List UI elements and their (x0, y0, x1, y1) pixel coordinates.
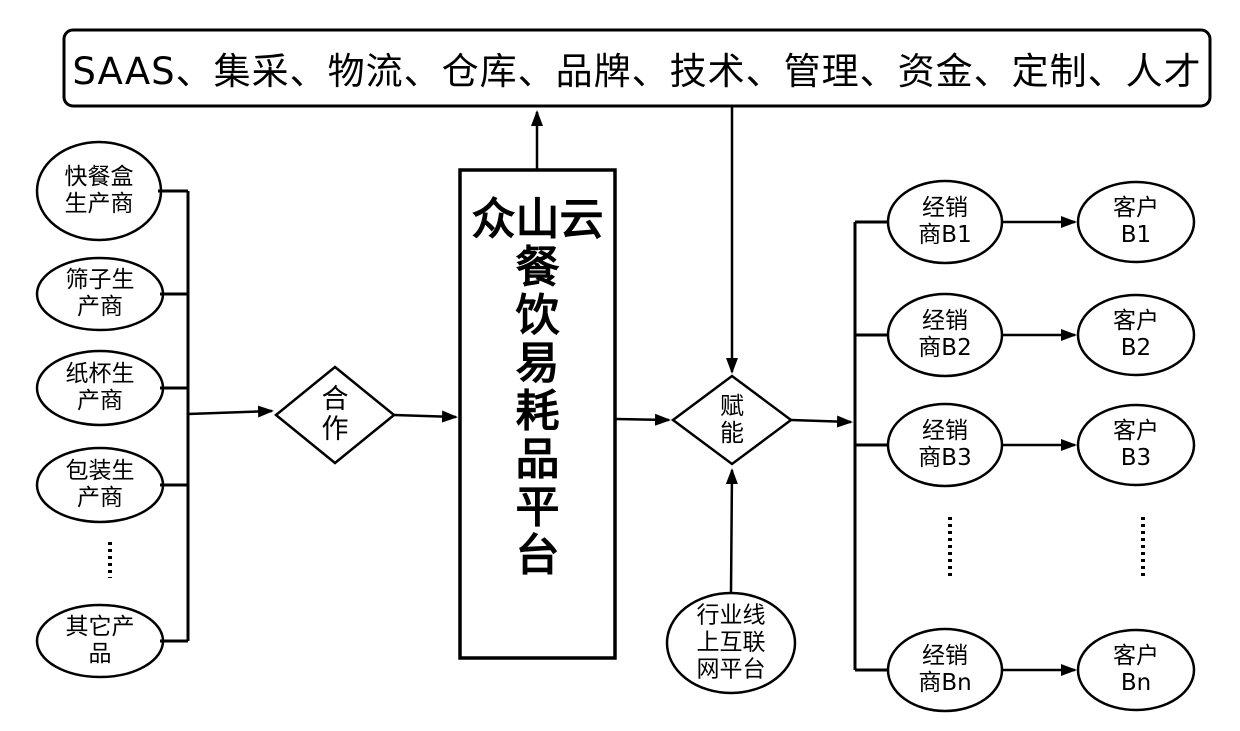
supplier-label-1: 快餐盒 生产商 (65, 164, 134, 218)
empower-diamond (670, 374, 794, 466)
platform-char-4: 耗 (515, 385, 560, 437)
empower-diamond-label: 赋 能 (720, 393, 744, 447)
supplier-label-1-line2: 生产商 (64, 191, 134, 217)
distributor-label-1: 经销 商B1 (918, 195, 971, 249)
distributor-label-3-line2: 商B3 (918, 445, 972, 471)
customer-ellipse-3 (1076, 403, 1196, 487)
supplier-label-5-line2: 品 (88, 641, 112, 667)
customer-label-1-line2: B1 (1120, 222, 1152, 248)
cooperation-diamond-label: 合 作 (321, 383, 349, 445)
distributor-label-4: 经销 商Bn (918, 643, 971, 697)
customer-label-4-line2: Bn (1120, 670, 1152, 696)
customer-label-4: 客户 Bn (1113, 643, 1159, 697)
cooperation-to-platform-arrow (393, 410, 458, 423)
online-platform-label: 行业线 上互联 网平台 (697, 602, 766, 683)
platform-char-6: 平 (515, 481, 560, 533)
customer-ellipse-1 (1076, 180, 1196, 264)
platform-char-2: 饮 (515, 289, 560, 341)
online-platform-line1: 行业线 (696, 602, 766, 629)
online-platform-line2: 上互联 (696, 629, 766, 656)
supplier-label-2-line2: 产商 (77, 294, 123, 320)
services-banner-box (62, 28, 1212, 108)
supplier-label-2-line1: 筛子生 (65, 266, 135, 293)
platform-box-label: 众山云 餐 饮 易 耗 品 平 台 (460, 170, 615, 658)
customer-label-2-line2: B2 (1120, 335, 1152, 361)
customer-label-3-line2: B3 (1120, 445, 1152, 471)
platform-title-line1: 众山云 (471, 194, 604, 245)
supplier-label-4: 包装生 产商 (66, 458, 135, 512)
customer-label-4-line1: 客户 (1113, 642, 1159, 669)
customer-label-1-line1: 客户 (1113, 194, 1159, 221)
online-platform-line3: 网平台 (696, 656, 766, 683)
distributor-label-1-line2: 商B1 (918, 222, 972, 248)
distributor-label-3-line1: 经销 (921, 417, 968, 444)
supplier-label-1-line1: 快餐盒 (64, 163, 134, 190)
online-platform-to-empower-arrow (725, 468, 738, 594)
customer-ellipse-2 (1076, 293, 1196, 377)
platform-char-1: 餐 (515, 241, 560, 293)
distributor-label-4-line1: 经销 (921, 642, 968, 669)
supplier-label-5-line1: 其它产 (65, 613, 135, 640)
supplier-label-3-line2: 产商 (77, 388, 123, 414)
customer-label-1: 客户 B1 (1113, 195, 1159, 249)
customer-label-3-line1: 客户 (1113, 417, 1159, 444)
customer-label-2-line1: 客户 (1113, 307, 1159, 334)
distributor-label-2: 经销 商B2 (918, 308, 971, 362)
platform-char-3: 易 (515, 337, 560, 389)
distributor-label-4-line2: 商Bn (918, 670, 972, 696)
empower-to-distributors-arrow (790, 415, 853, 428)
supplier-label-3: 纸杯生 产商 (66, 361, 135, 415)
platform-char-7: 台 (515, 529, 560, 581)
supplier-label-2: 筛子生 产商 (66, 267, 135, 321)
cooperation-diamond (274, 365, 396, 465)
supplier-label-5: 其它产 品 (66, 614, 135, 668)
cooperation-char-2: 作 (321, 414, 349, 445)
distributor-label-3: 经销 商B3 (918, 418, 971, 472)
customer-ellipse-4 (1076, 628, 1196, 712)
services-banner-label: SAAS、集采、物流、仓库、品牌、技术、管理、资金、定制、人才 (72, 50, 1202, 93)
platform-char-5: 品 (515, 433, 560, 485)
platform-box (458, 168, 617, 660)
customer-label-3: 客户 B3 (1113, 418, 1159, 472)
supplier-label-4-line2: 产商 (77, 485, 123, 511)
supplier-label-3-line1: 纸杯生 (65, 360, 135, 387)
customer-label-2: 客户 B2 (1113, 308, 1159, 362)
cooperation-char-1: 合 (321, 383, 349, 415)
distributor-label-2-line2: 商B2 (918, 335, 972, 361)
empower-char-1: 赋 (720, 392, 744, 421)
platform-to-empower-arrow (614, 413, 671, 426)
supplier-label-4-line1: 包装生 (65, 457, 135, 484)
empower-char-2: 能 (720, 419, 744, 447)
distributor-label-2-line1: 经销 (921, 307, 968, 334)
suppliers-to-cooperation-arrow (187, 405, 274, 418)
distributor-label-1-line1: 经销 (921, 194, 968, 221)
